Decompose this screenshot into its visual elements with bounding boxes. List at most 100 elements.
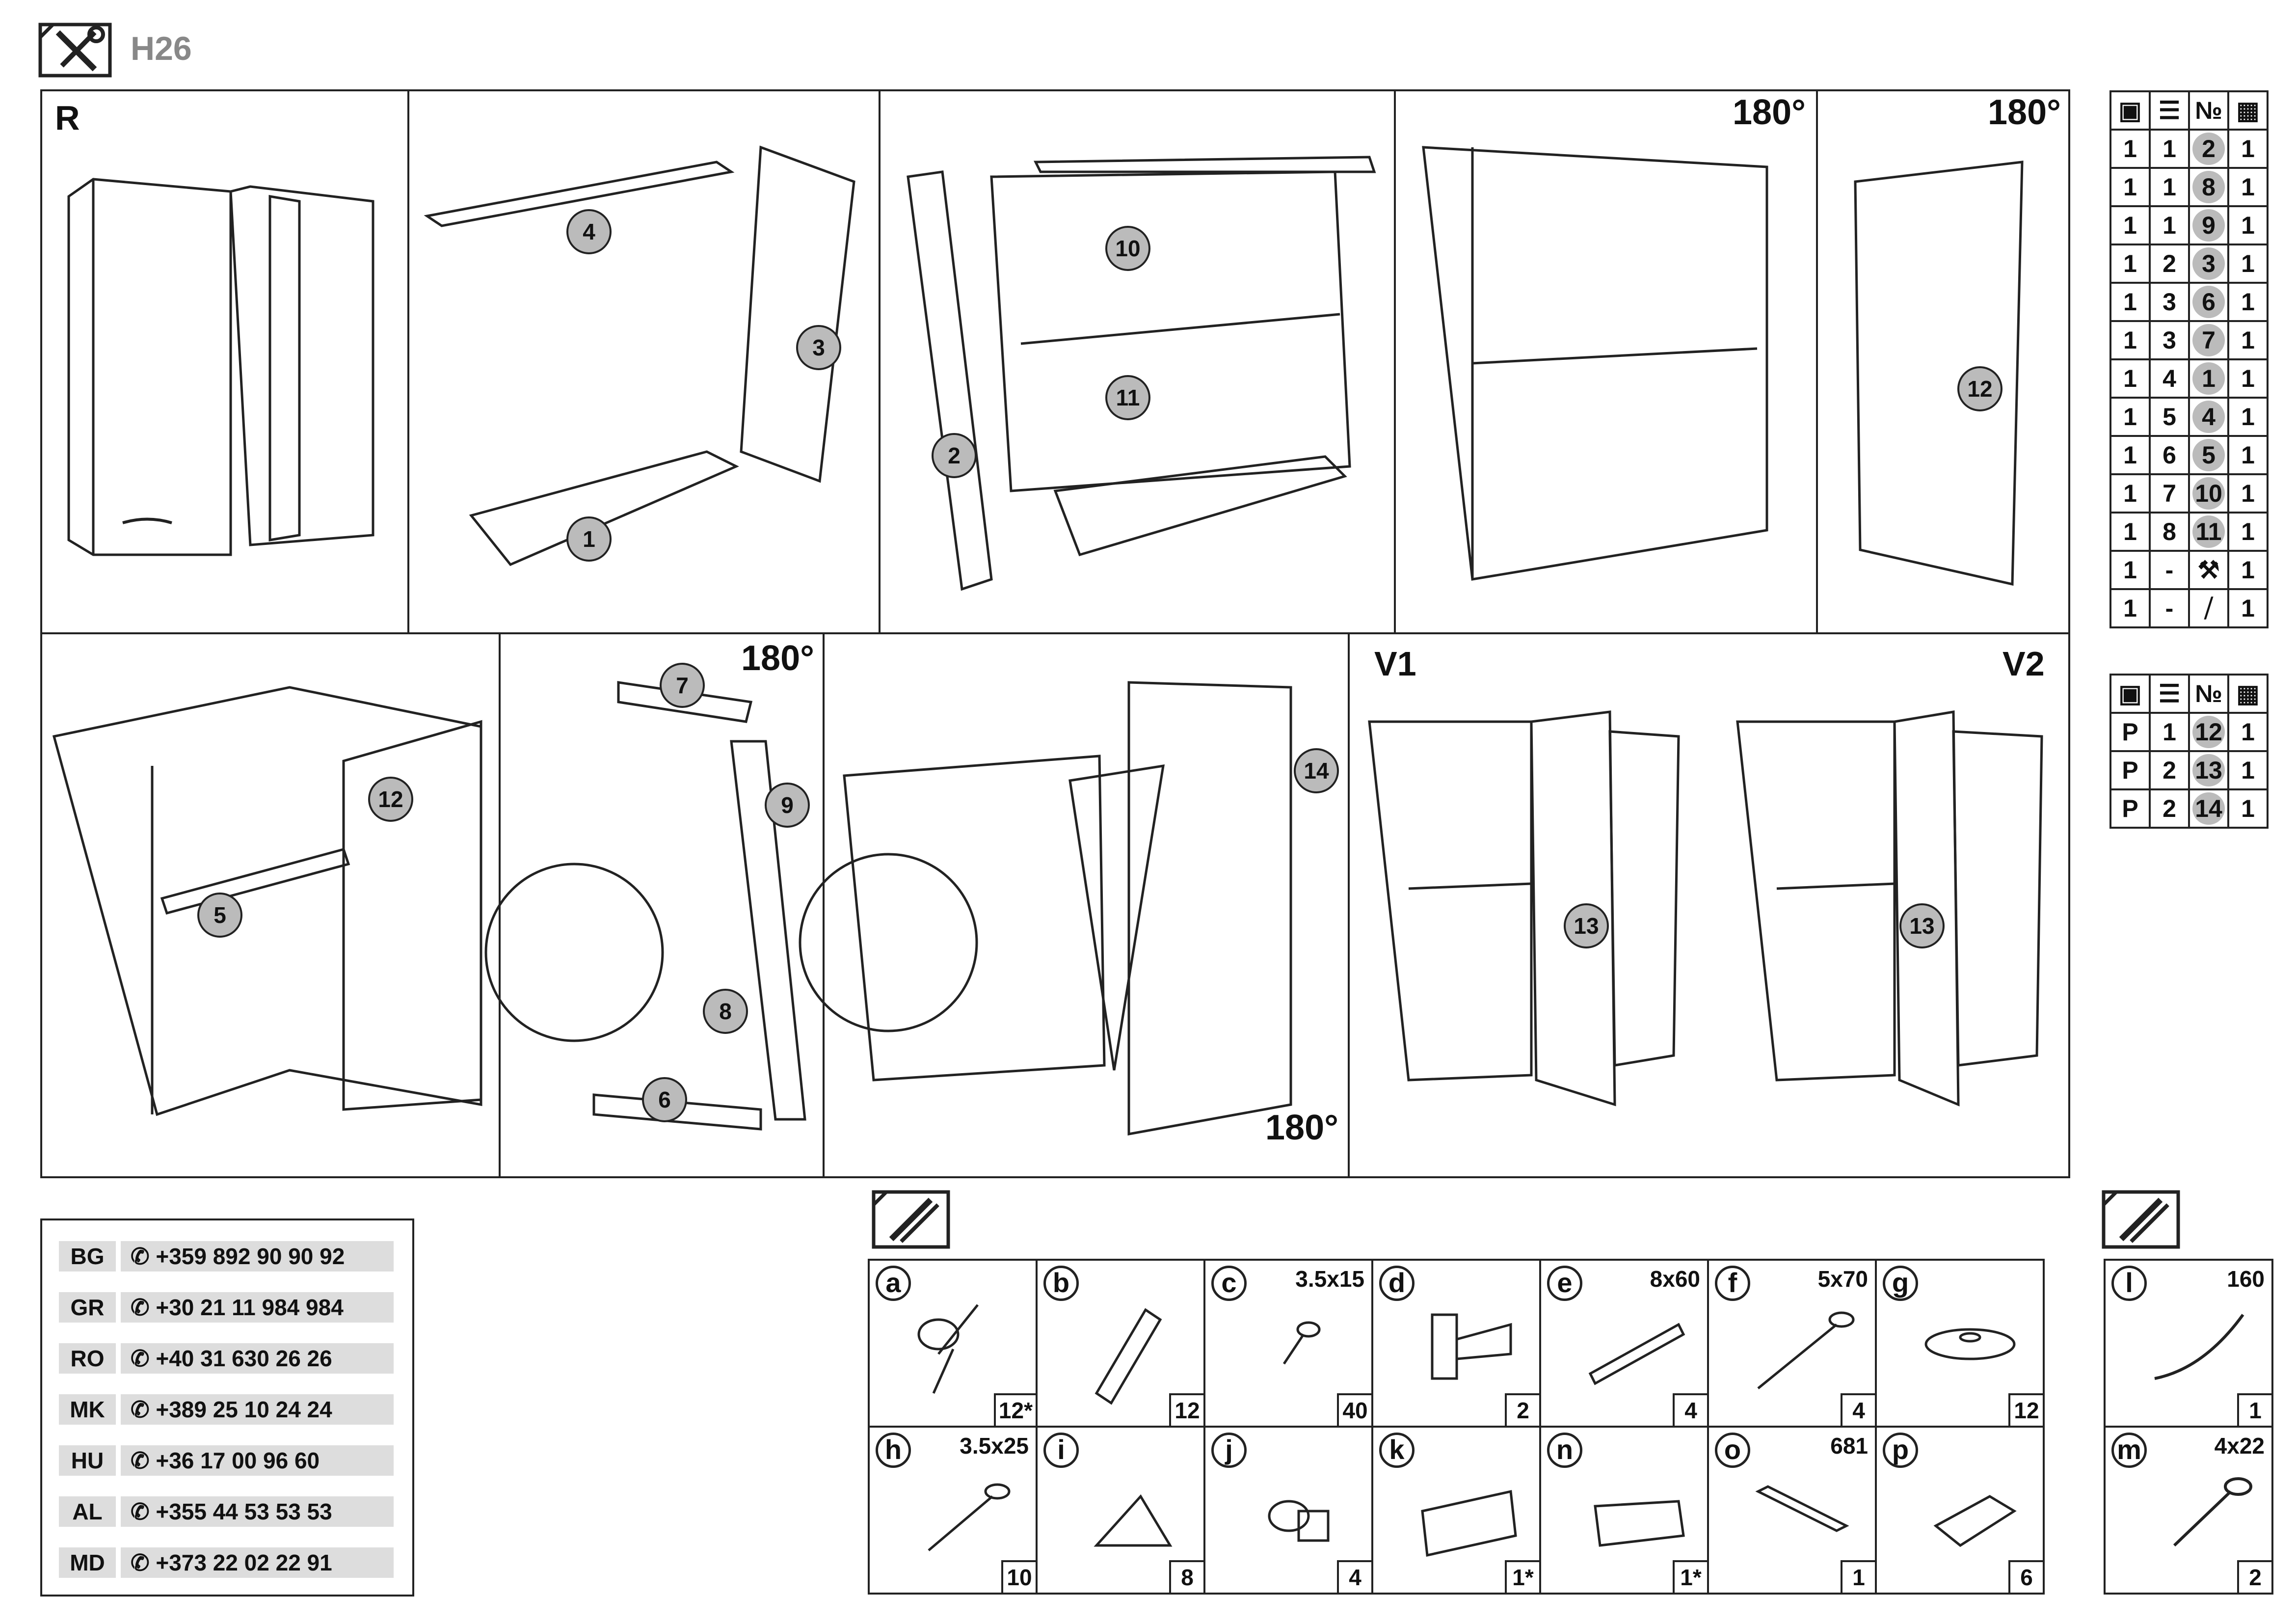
rotate-180-label: 180° — [741, 639, 814, 678]
svg-text:7: 7 — [676, 673, 689, 698]
table-row: 1-⧸1 — [2109, 588, 2269, 628]
phone-icon: ✆ — [131, 1295, 156, 1320]
layers-icon: ☰ — [2149, 90, 2190, 131]
handle-icon — [2154, 1314, 2244, 1380]
assembly-drawings: 4 3 1 10 11 2 12 12 5 7 9 8 6 14 13 13 — [52, 145, 2043, 1136]
hanging-rail-icon — [1594, 1500, 1685, 1547]
tools-icon: ⚒ — [2188, 550, 2229, 590]
tools-icon — [38, 23, 112, 78]
box-icon: ▣ — [2109, 90, 2151, 131]
svg-text:6: 6 — [658, 1087, 671, 1112]
svg-text:12: 12 — [1967, 376, 1992, 402]
long-screw-icon — [1757, 1311, 1855, 1389]
contact-list: BG✆ +359 892 90 90 92 GR✆ +30 21 11 984 … — [40, 1218, 414, 1597]
foot-pad-icon — [1924, 1328, 2016, 1360]
svg-text:14: 14 — [1304, 758, 1329, 784]
wall-plug-icon — [1588, 1323, 1685, 1385]
hardware-icon — [872, 1190, 950, 1249]
label-r: R — [55, 99, 80, 137]
number-header: № — [2188, 674, 2229, 714]
svg-text:3: 3 — [812, 335, 825, 360]
svg-text:13: 13 — [1574, 913, 1599, 939]
bracket-icon — [1094, 1494, 1173, 1547]
phone-icon: ✆ — [131, 1550, 156, 1575]
label-v2: V2 — [2002, 645, 2045, 683]
hardware-icon: ⧸ — [2188, 588, 2229, 628]
quantity-icon: ▦ — [2227, 674, 2269, 714]
hinge-icon — [1431, 1313, 1512, 1380]
layers-icon: ☰ — [2149, 674, 2190, 714]
svg-text:2: 2 — [948, 443, 961, 468]
shelf-pin-icon — [1268, 1500, 1330, 1542]
phone-icon: ✆ — [131, 1499, 156, 1524]
list-item: MD✆ +373 22 02 22 91 — [59, 1547, 394, 1578]
table-row: 1-⚒1 — [2109, 550, 2269, 590]
rotate-180-label: 180° — [1988, 93, 2061, 132]
svg-text:12: 12 — [378, 786, 403, 812]
list-item: HU✆ +36 17 00 96 60 — [59, 1445, 394, 1476]
svg-text:4: 4 — [583, 219, 595, 244]
rotate-180-label: 180° — [1265, 1108, 1338, 1147]
svg-text:5: 5 — [214, 902, 226, 928]
rotate-180-label: 180° — [1733, 93, 1806, 132]
screw-icon — [928, 1483, 1011, 1551]
hardware-icon — [2102, 1190, 2180, 1249]
dowel-icon — [1095, 1308, 1162, 1405]
phone-icon: ✆ — [131, 1346, 156, 1371]
svg-text:9: 9 — [781, 792, 794, 818]
phone-icon: ✆ — [131, 1244, 156, 1269]
label-v1: V1 — [1374, 645, 1416, 683]
profile-icon — [1755, 1485, 1849, 1532]
screw-icon — [1282, 1321, 1321, 1365]
svg-text:13: 13 — [1909, 913, 1934, 939]
svg-text:10: 10 — [1115, 236, 1140, 261]
phone-icon: ✆ — [131, 1397, 156, 1422]
list-item: GR✆ +30 21 11 984 984 — [59, 1292, 394, 1323]
list-item: RO✆ +40 31 630 26 26 — [59, 1343, 394, 1374]
list-item: MK✆ +389 25 10 24 24 — [59, 1394, 394, 1425]
list-item: BG✆ +359 892 90 90 92 — [59, 1241, 394, 1272]
svg-text:11: 11 — [1116, 385, 1140, 410]
number-header: № — [2188, 90, 2229, 131]
hanger-icon — [1421, 1489, 1517, 1557]
quantity-icon: ▦ — [2227, 90, 2269, 131]
phone-icon: ✆ — [131, 1448, 156, 1473]
cam-lock-icon — [917, 1304, 979, 1394]
list-item: AL✆ +355 44 53 53 53 — [59, 1496, 394, 1527]
box-icon: ▣ — [2109, 674, 2151, 714]
svg-text:1: 1 — [583, 526, 595, 552]
bolt-icon — [2173, 1477, 2252, 1547]
product-code: H26 — [131, 30, 192, 67]
svg-text:8: 8 — [719, 999, 732, 1024]
